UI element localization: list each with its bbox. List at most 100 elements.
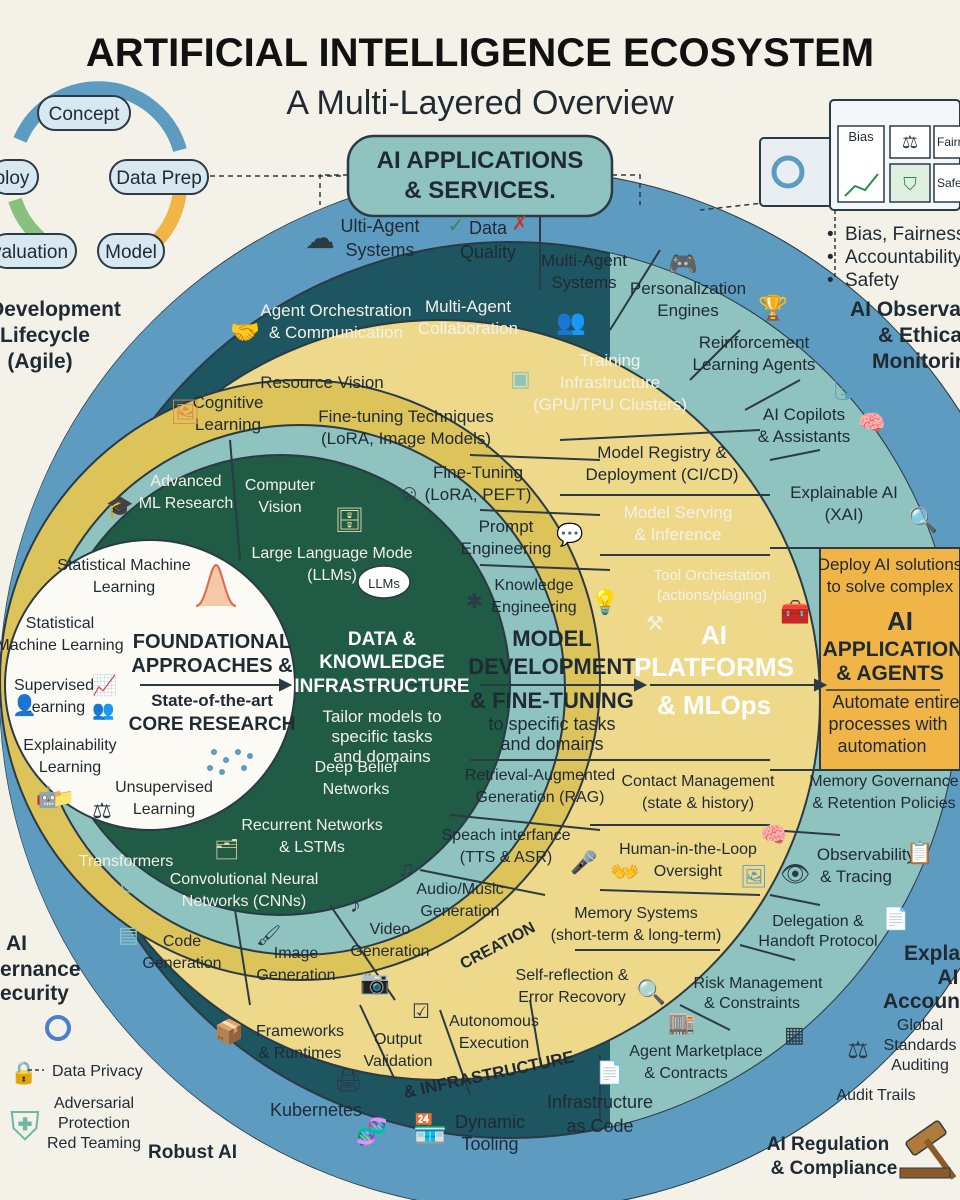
svg-text:& Assistants: & Assistants [758, 427, 851, 446]
svg-text:(LoRA, PEFT): (LoRA, PEFT) [425, 485, 532, 504]
svg-text:Learning: Learning [23, 699, 85, 716]
svg-text:Collaboration: Collaboration [418, 319, 518, 338]
lifecycle-cycle: Concept Data Prep Model valuation ploy [0, 81, 209, 269]
svg-text:Learning: Learning [195, 415, 261, 434]
chat-icon: 💬 [556, 522, 583, 547]
image-frame-icon: 🖼 [170, 399, 200, 426]
scales-icon: ⚖ [902, 132, 918, 152]
chart-icon: 📈 [92, 673, 117, 697]
svg-text:Infrastructure: Infrastructure [560, 373, 660, 392]
brain-small-icon: 🧠 [760, 822, 787, 847]
svg-text:Protection: Protection [58, 1115, 130, 1132]
explain-2: AI [938, 966, 959, 989]
microphone-icon: 🎤 [570, 849, 597, 875]
label-model-registry: Model Registry & [597, 443, 727, 462]
refresh-icon [45, 1015, 71, 1041]
app-bottom-1: Automate entire [832, 692, 959, 712]
svg-text:Learning: Learning [39, 759, 101, 776]
lifecycle-step-deploy [0, 159, 39, 195]
core-title-1: FOUNDATIONAL [133, 631, 292, 653]
dna-icon: 🧬 [356, 1115, 388, 1147]
svg-text:Standards: Standards [884, 1037, 957, 1054]
shop-icon: 🏬 [668, 1010, 695, 1035]
explain-1: Expla [904, 942, 960, 965]
check-icon: ✓ [448, 215, 465, 237]
svg-text:Generation: Generation [256, 967, 335, 984]
model-title-3: & FINE-TUNING [470, 688, 634, 713]
label-iac: Infrastructure [547, 1092, 653, 1112]
trend-icon [844, 173, 879, 197]
tools-icon: ⚒ [646, 613, 664, 635]
cloud-icon: ☁ [236, 1067, 264, 1098]
svg-text:Concept: Concept [49, 104, 120, 125]
svg-text:Deployment (CI/CD): Deployment (CI/CD) [585, 465, 738, 484]
label-explainability-learning: Explainability [23, 737, 116, 754]
svg-text:& LSTMs: & LSTMs [279, 839, 345, 856]
svg-text:Generation: Generation [420, 903, 499, 920]
obs-title-2: & Ethical [878, 324, 960, 347]
svg-text:& Tracing: & Tracing [820, 867, 892, 886]
lifecycle-step-evaluation [0, 233, 77, 269]
data-sub-3: and domains [333, 747, 430, 766]
svg-text:as Code: as Code [566, 1116, 633, 1136]
folder-icon: 🗂 [214, 839, 239, 861]
svg-text:(short-term & long-term): (short-term & long-term) [551, 927, 722, 944]
svg-text:Systems: Systems [345, 240, 414, 260]
model-sub-2: and domains [500, 734, 603, 754]
app-bottom-3: automation [837, 736, 926, 756]
regulation-1: AI Regulation [767, 1134, 889, 1155]
svg-text:Execution: Execution [459, 1035, 529, 1052]
app-bottom-2: processes with [828, 714, 947, 734]
label-adversarial: Adversarial [54, 1095, 134, 1112]
terminal-icon: ▤ [118, 922, 139, 947]
lightbulb-icon: 💡 [590, 588, 620, 616]
database-icon: 🗄 [334, 507, 364, 534]
svg-text:Engineering: Engineering [491, 599, 576, 616]
handshake-icon: 🤝 [230, 319, 260, 346]
obs-bullet-safety: Safety [845, 270, 899, 291]
app-top-1: Deploy AI solutions [818, 555, 960, 574]
camera-icon: 📷 [360, 969, 390, 996]
label-statistical-ml-2: Statistical [26, 615, 94, 632]
label-finetuning-techniques: Fine-tuning Techniques [318, 407, 493, 426]
obs-title-1: AI Observabi [850, 298, 960, 321]
platform-title-3: & MLOps [657, 690, 771, 720]
svg-text:(XAI): (XAI) [825, 505, 864, 524]
svg-text:(TTS & ASR): (TTS & ASR) [460, 849, 552, 866]
robot-icon: 🤖 [36, 785, 61, 809]
label-multi-agent-collab: Multi-Agent [425, 297, 511, 316]
label-agent-orchestration: Agent Orchestration [260, 301, 411, 320]
banner-line2: & SERVICES. [404, 177, 556, 204]
svg-text:Engines: Engines [657, 301, 718, 320]
label-robust-ai: Robust AI [148, 1142, 237, 1163]
toolbox-icon: 🧰 [780, 599, 810, 626]
label-rnn: Recurrent Networks [241, 817, 382, 834]
svg-text:•: • [827, 270, 834, 291]
code-file-icon: 📄 [596, 1060, 623, 1085]
svg-text:Machine Learning: Machine Learning [0, 637, 124, 654]
platform-title-1: AI [701, 620, 727, 650]
lifecycle-step-data-prep [109, 159, 209, 195]
app-title-2: APPLICATIONS [823, 638, 960, 661]
shield-keyhole-icon: ⛨ [10, 1105, 40, 1149]
safe-icon: ▦ [784, 1022, 805, 1047]
trophy-icon: 🏆 [758, 294, 788, 322]
observability-dashboard: Bias ⚖ Fairne ⛉ Safe [759, 99, 960, 211]
page-subtitle: A Multi-Layered Overview [286, 84, 674, 122]
label-advanced-ml: Advanced [150, 473, 221, 490]
data-title-3: INFRASTRUCTURE [294, 676, 469, 697]
label-observability-tracing: Observability [817, 845, 916, 864]
svg-text:& Contracts: & Contracts [644, 1065, 728, 1082]
label-kubernetes: Kubernetes [270, 1100, 362, 1120]
core-sub-1: State-of-the-art [151, 691, 273, 710]
head-icon: 🧠 [858, 410, 885, 435]
label-knowledge-engineering: Knowledge [494, 577, 573, 594]
svg-text:(actions/plaging): (actions/plaging) [657, 587, 767, 604]
flow-arrows [140, 678, 828, 692]
svg-text:Generation: Generation [142, 955, 221, 972]
knowledge-ring-labels: Advanced ML Research Computer Vision Lar… [79, 473, 413, 910]
donut-chart-icon [771, 155, 805, 189]
label-tool-orchestration: Tool Orchestation [654, 567, 771, 584]
